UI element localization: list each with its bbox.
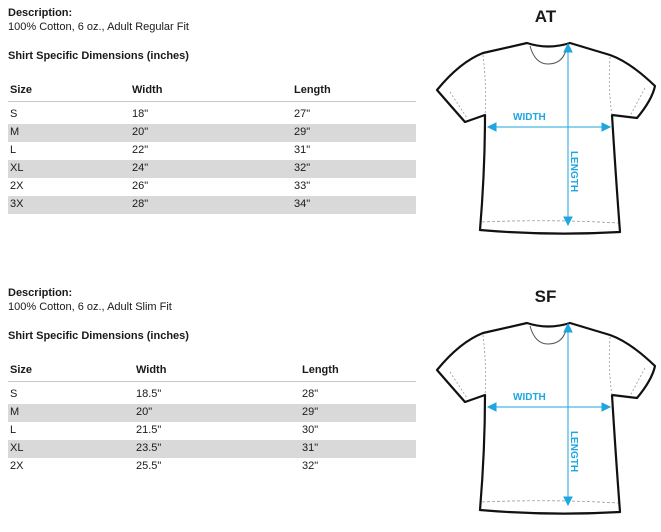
table-cell-width: 20" <box>132 126 149 138</box>
table-cell-length: 32" <box>294 162 311 174</box>
length-label: LENGTH <box>568 430 580 473</box>
sleeve-seams <box>449 334 646 399</box>
tshirt-outline <box>435 321 657 515</box>
table-cell-size: S <box>10 388 18 400</box>
length-arrow <box>563 42 573 227</box>
header-divider <box>8 101 416 102</box>
table-cell-width: 26" <box>132 180 149 192</box>
table-cell-size: M <box>10 406 20 418</box>
table-cell-length: 32" <box>302 460 319 472</box>
table-cell-width: 28" <box>132 198 149 210</box>
table-cell-size: XL <box>10 162 24 174</box>
column-header-width: Width <box>136 364 167 376</box>
header-divider <box>8 381 416 382</box>
length-label: LENGTH <box>568 150 580 193</box>
width-arrow <box>486 122 612 132</box>
table-cell-size: 2X <box>10 460 24 472</box>
collar <box>529 325 568 345</box>
table-cell-length: 34" <box>294 198 311 210</box>
column-header-size: Size <box>10 364 33 376</box>
collar <box>529 45 568 65</box>
sleeve-seams <box>449 54 646 119</box>
table-cell-width: 18.5" <box>136 388 162 400</box>
column-header-size: Size <box>10 84 33 96</box>
column-header-length: Length <box>302 364 339 376</box>
table-cell-width: 24" <box>132 162 149 174</box>
table-cell-length: 31" <box>294 144 311 156</box>
fit-title: SF <box>534 287 557 306</box>
row-band <box>8 124 416 142</box>
row-band <box>8 196 416 214</box>
tshirt-diagram: WIDTH LENGTH <box>430 0 661 250</box>
table-cell-length: 28" <box>302 388 319 400</box>
description-label: Description: <box>8 7 73 19</box>
table-cell-width: 25.5" <box>136 460 162 472</box>
hem-stitch <box>481 220 619 224</box>
width-label: WIDTH <box>513 392 546 403</box>
table-cell-size: M <box>10 126 20 138</box>
dimensions-title: Shirt Specific Dimensions (inches) <box>8 50 189 62</box>
table-cell-size: 2X <box>10 180 24 192</box>
table-cell-length: 30" <box>302 424 319 436</box>
table-cell-length: 29" <box>302 406 319 418</box>
table-cell-size: 3X <box>10 198 24 210</box>
row-band <box>8 404 416 422</box>
fit-title: AT <box>534 7 557 26</box>
dimensions-title: Shirt Specific Dimensions (inches) <box>8 330 189 342</box>
table-cell-width: 23.5" <box>136 442 162 454</box>
table-cell-length: 31" <box>302 442 319 454</box>
table-cell-size: L <box>10 144 17 156</box>
column-header-width: Width <box>132 84 163 96</box>
description-text: 100% Cotton, 6 oz., Adult Regular Fit <box>8 21 189 33</box>
table-cell-width: 18" <box>132 108 149 120</box>
description-label: Description: <box>8 287 73 299</box>
table-cell-size: L <box>10 424 17 436</box>
hem-stitch <box>481 500 619 504</box>
description-text: 100% Cotton, 6 oz., Adult Slim Fit <box>8 301 172 313</box>
width-label: WIDTH <box>513 112 546 123</box>
table-cell-length: 27" <box>294 108 311 120</box>
table-cell-length: 33" <box>294 180 311 192</box>
tshirt-diagram: WIDTH LENGTH <box>430 280 661 530</box>
length-arrow <box>563 322 573 507</box>
width-arrow <box>486 402 612 412</box>
table-cell-length: 29" <box>294 126 311 138</box>
column-header-length: Length <box>294 84 331 96</box>
table-cell-width: 21.5" <box>136 424 162 436</box>
row-band <box>8 440 416 458</box>
row-band <box>8 160 416 178</box>
tshirt-outline <box>435 41 657 235</box>
table-cell-width: 22" <box>132 144 149 156</box>
table-cell-size: S <box>10 108 18 120</box>
table-cell-size: XL <box>10 442 24 454</box>
table-cell-width: 20" <box>136 406 153 418</box>
